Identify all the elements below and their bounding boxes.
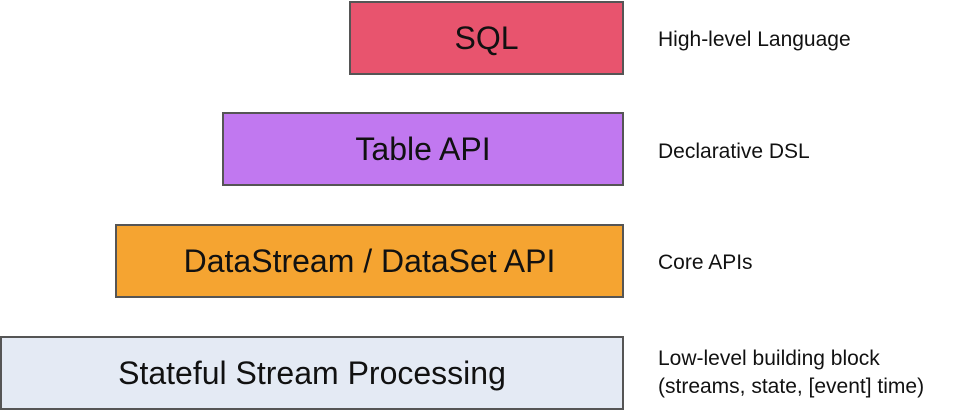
layer-label: Table API bbox=[355, 130, 491, 167]
layer-datastream-dataset-api: DataStream / DataSet API bbox=[115, 224, 624, 298]
description-line: High-level Language bbox=[658, 28, 851, 51]
layer-description: High-level Language bbox=[658, 26, 851, 54]
description-line: Declarative DSL bbox=[658, 140, 810, 163]
layer-label: SQL bbox=[454, 19, 519, 56]
layer-description: Declarative DSL bbox=[658, 138, 810, 166]
layer-description: Core APIs bbox=[658, 249, 753, 277]
layer-sql: SQL bbox=[349, 1, 624, 75]
layer-table-api: Table API bbox=[222, 112, 624, 186]
description-line: (streams, state, [event] time) bbox=[658, 375, 925, 398]
description-line: Low-level building block bbox=[658, 347, 880, 370]
description-line: Core APIs bbox=[658, 251, 753, 274]
layer-label: Stateful Stream Processing bbox=[118, 354, 506, 391]
layer-label: DataStream / DataSet API bbox=[183, 242, 556, 279]
layer-description: Low-level building block (streams, state… bbox=[658, 345, 924, 401]
layer-stateful-stream-processing: Stateful Stream Processing bbox=[0, 336, 624, 410]
